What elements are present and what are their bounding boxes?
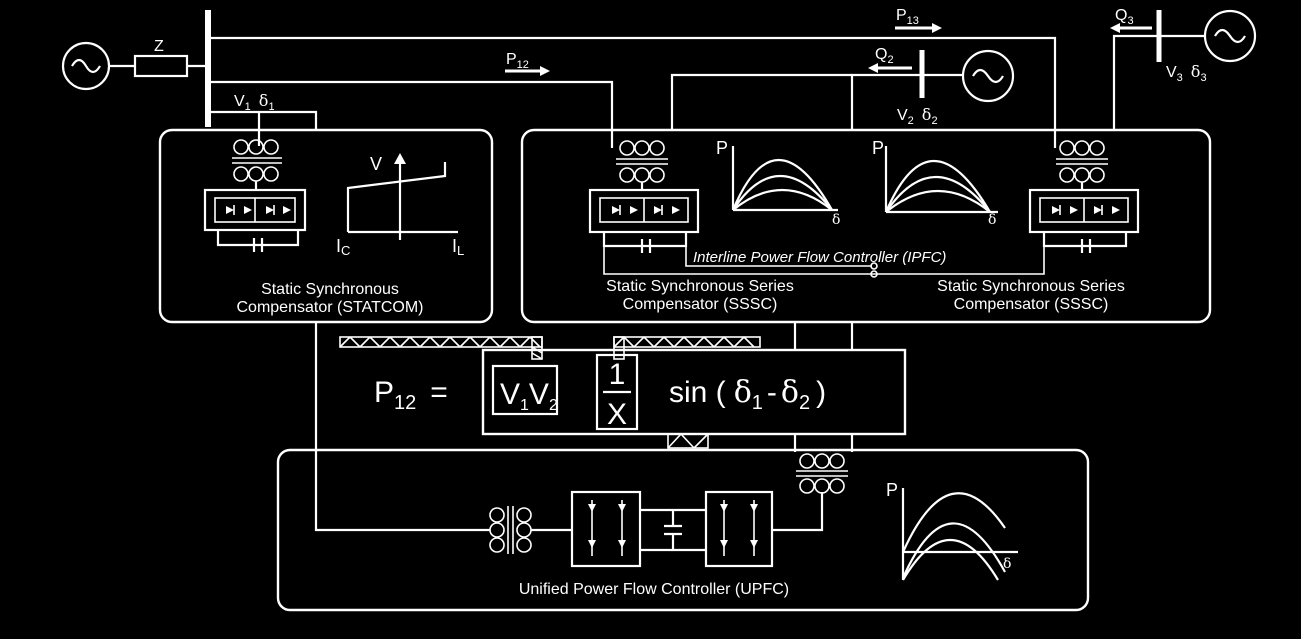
sssc2-title-line1: Static Synchronous Series (937, 278, 1125, 295)
equation-numerator: 1 (609, 358, 626, 391)
statcom-title-line1: Static Synchronous (261, 281, 399, 298)
control-link-hatch (339, 336, 761, 449)
line-1-2 (208, 80, 614, 148)
upfc-converter-2-icon (704, 490, 774, 568)
ipfc-plot2-p: P (872, 138, 884, 158)
p12-label: P12 (506, 51, 529, 71)
statcom-axis-ic: IC (336, 236, 350, 258)
statcom-axis-il: IL (452, 236, 464, 258)
equation-denominator: X (607, 398, 627, 431)
upfc-box (276, 448, 1090, 612)
p13-arrow-icon (932, 23, 942, 33)
q2-arrow-icon (868, 63, 878, 73)
statcom-axis-v: V (370, 154, 382, 174)
sssc1-transformer-icon (616, 140, 668, 183)
p12-arrow-icon (540, 66, 550, 76)
equation-impedance-box (595, 353, 639, 431)
upfc-converter-1-icon (570, 490, 642, 568)
sssc2-title-line2: Compensator (SSSC) (954, 296, 1109, 313)
generator-1 (61, 41, 111, 91)
ipfc-box (520, 128, 1212, 324)
ipfc-plot-2 (884, 146, 998, 214)
sssc1-title-line2: Compensator (SSSC) (623, 296, 778, 313)
ipfc-plot2-delta: δ (988, 212, 996, 228)
sssc1-converter-icon (588, 188, 700, 234)
generator-3 (1203, 9, 1257, 63)
upfc-shunt-transformer-icon (489, 506, 532, 554)
upfc-plot-delta: δ (1003, 556, 1011, 572)
ipfc-label: Interline Power Flow Controller (IPFC) (693, 249, 946, 266)
statcom-box (158, 128, 494, 324)
q2-label: Q2 (875, 46, 894, 66)
ipfc-plot1-delta: δ (832, 212, 840, 228)
equation-sin: sin (δ1-δ2) (669, 375, 826, 414)
sssc1-title-line1: Static Synchronous Series (606, 278, 794, 295)
line-1-3 (208, 36, 1057, 148)
ipfc-dc-link (603, 246, 1045, 275)
equation-voltage-box (491, 364, 559, 416)
equation-lhs: P12= (374, 376, 448, 414)
impedance-z (133, 54, 189, 78)
impedance-label: Z (154, 38, 164, 55)
upfc-series-transformer-icon (796, 453, 848, 494)
upfc-power-angle-plot (901, 488, 1018, 581)
ipfc-plot1-p: P (716, 138, 728, 158)
p13-label: P13 (896, 7, 919, 27)
equation-v1v2: V1V2 (500, 378, 558, 414)
statcom-vi-plot (346, 153, 458, 240)
q3-label: Q3 (1115, 7, 1134, 27)
generator-2 (961, 49, 1015, 103)
statcom-converter-icon (203, 188, 307, 232)
upfc-plot-p: P (886, 480, 898, 500)
q3-arrow-icon (1110, 23, 1120, 33)
sssc2-converter-icon (1028, 188, 1140, 234)
statcom-title-line2: Compensator (STATCOM) (237, 299, 424, 316)
statcom-transformer-icon (232, 139, 282, 182)
equation-box (481, 348, 907, 436)
upfc-title: Unified Power Flow Controller (UPFC) (519, 581, 789, 598)
sssc2-transformer-icon (1056, 140, 1108, 183)
ipfc-plot-1 (731, 146, 838, 212)
